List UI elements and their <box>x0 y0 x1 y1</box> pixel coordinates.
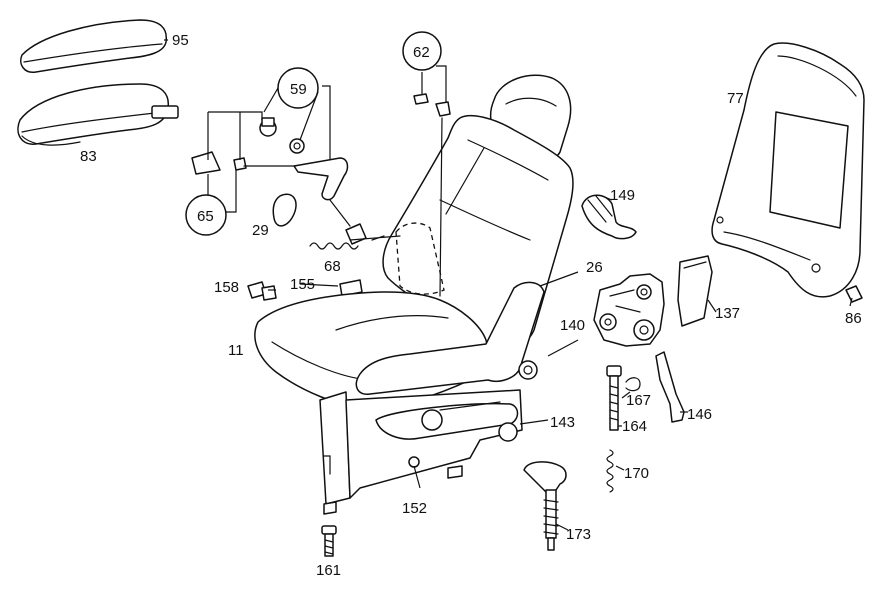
label-83: 83 <box>80 148 97 165</box>
label-65: 65 <box>197 208 214 225</box>
cover-part-137 <box>677 255 713 327</box>
label-167: 167 <box>626 392 651 409</box>
handle-part-173 <box>523 461 567 551</box>
label-161: 161 <box>316 562 341 579</box>
label-143: 143 <box>550 414 575 431</box>
label-149: 149 <box>610 187 635 204</box>
label-59: 59 <box>290 81 307 98</box>
label-26: 26 <box>586 259 603 276</box>
leader-lines <box>164 39 853 531</box>
adjuster-parts-group <box>191 85 367 250</box>
label-146: 146 <box>687 406 712 423</box>
label-11: 11 <box>228 342 244 359</box>
label-155: 155 <box>290 276 315 293</box>
spring-part-170 <box>606 449 614 493</box>
label-164: 164 <box>622 418 647 435</box>
bolt-part-164 <box>606 365 641 431</box>
label-140: 140 <box>560 317 585 334</box>
part-29-clip <box>272 193 297 227</box>
callout-circle-65 <box>185 194 227 236</box>
label-29: 29 <box>252 222 269 239</box>
bracket-part-155 <box>339 279 363 297</box>
label-152: 152 <box>402 500 427 517</box>
label-137: 137 <box>715 305 740 322</box>
bolt-part-158 <box>247 281 277 301</box>
callout-circle-62 <box>402 31 442 71</box>
label-77: 77 <box>727 90 744 107</box>
label-86: 86 <box>845 310 862 327</box>
armrest-part-83 <box>17 83 179 146</box>
label-170: 170 <box>624 465 649 482</box>
part-cap <box>191 151 221 175</box>
label-158: 158 <box>214 279 239 296</box>
main-seat-part-11 <box>254 74 574 515</box>
label-95: 95 <box>172 32 189 49</box>
armrest-cover-part-95 <box>20 19 168 73</box>
label-173: 173 <box>566 526 591 543</box>
label-68: 68 <box>324 258 341 275</box>
recliner-mechanism-part-140 <box>547 273 665 357</box>
trim-part-146 <box>655 351 685 423</box>
clip-part-86 <box>845 285 863 303</box>
label-62: 62 <box>413 44 430 61</box>
backrest-panel-part-77 <box>711 42 865 298</box>
part-62-clips <box>413 65 451 117</box>
callout-circle-59 <box>277 67 319 109</box>
bolt-part-161 <box>321 525 337 557</box>
callout-labels: 95 83 59 62 65 29 68 158 155 11 149 26 1… <box>80 32 862 579</box>
